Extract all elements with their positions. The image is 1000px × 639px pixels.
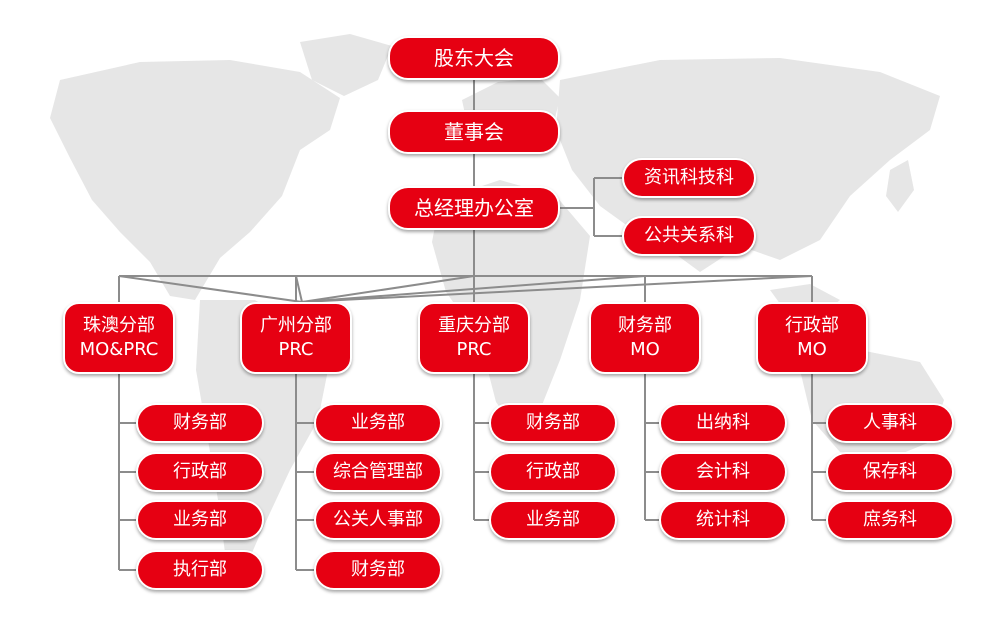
sub-department: 人事科	[826, 403, 954, 443]
sub-department: 业务部	[489, 500, 617, 540]
sub-department: 出纳科	[659, 403, 787, 443]
node-gm-office: 总经理办公室	[388, 186, 560, 230]
division-region: MO&PRC	[79, 339, 159, 360]
division-name: 行政部	[785, 315, 839, 336]
division-region: MO	[630, 339, 660, 360]
division-region: MO	[797, 339, 827, 360]
division-name: 重庆分部	[438, 315, 510, 336]
sub-department: 业务部	[314, 403, 442, 443]
sub-department: 会计科	[659, 452, 787, 492]
division-name: 财务部	[618, 315, 672, 336]
division-name: 珠澳分部	[83, 315, 155, 336]
sub-department: 综合管理部	[314, 452, 442, 492]
division-region: PRC	[278, 339, 314, 360]
sub-department: 保存科	[826, 452, 954, 492]
connector-line	[301, 275, 646, 303]
division-chongqing: 重庆分部 PRC	[418, 302, 530, 374]
sub-department: 财务部	[314, 550, 442, 590]
connector-line	[301, 275, 813, 303]
division-guangzhou: 广州分部 PRC	[240, 302, 352, 374]
sub-department: 公关人事部	[314, 500, 442, 540]
sub-department: 统计科	[659, 500, 787, 540]
sub-department: 行政部	[489, 452, 617, 492]
division-zhuhai-macau: 珠澳分部 MO&PRC	[63, 302, 175, 374]
sub-department: 庶务科	[826, 500, 954, 540]
node-it-section: 资讯科技科	[622, 158, 756, 198]
division-region: PRC	[456, 339, 492, 360]
node-board-of-directors: 董事会	[388, 110, 560, 154]
sub-department: 行政部	[136, 452, 264, 492]
connector-line	[118, 275, 303, 303]
division-finance-mo: 财务部 MO	[589, 302, 701, 374]
sub-department: 业务部	[136, 500, 264, 540]
sub-department: 财务部	[489, 403, 617, 443]
division-name: 广州分部	[260, 315, 332, 336]
node-public-relations-section: 公共关系科	[622, 216, 756, 256]
connector-line	[301, 275, 475, 303]
sub-department: 执行部	[136, 550, 264, 590]
sub-department: 财务部	[136, 403, 264, 443]
division-admin-mo: 行政部 MO	[756, 302, 868, 374]
node-shareholders-meeting: 股东大会	[388, 36, 560, 80]
